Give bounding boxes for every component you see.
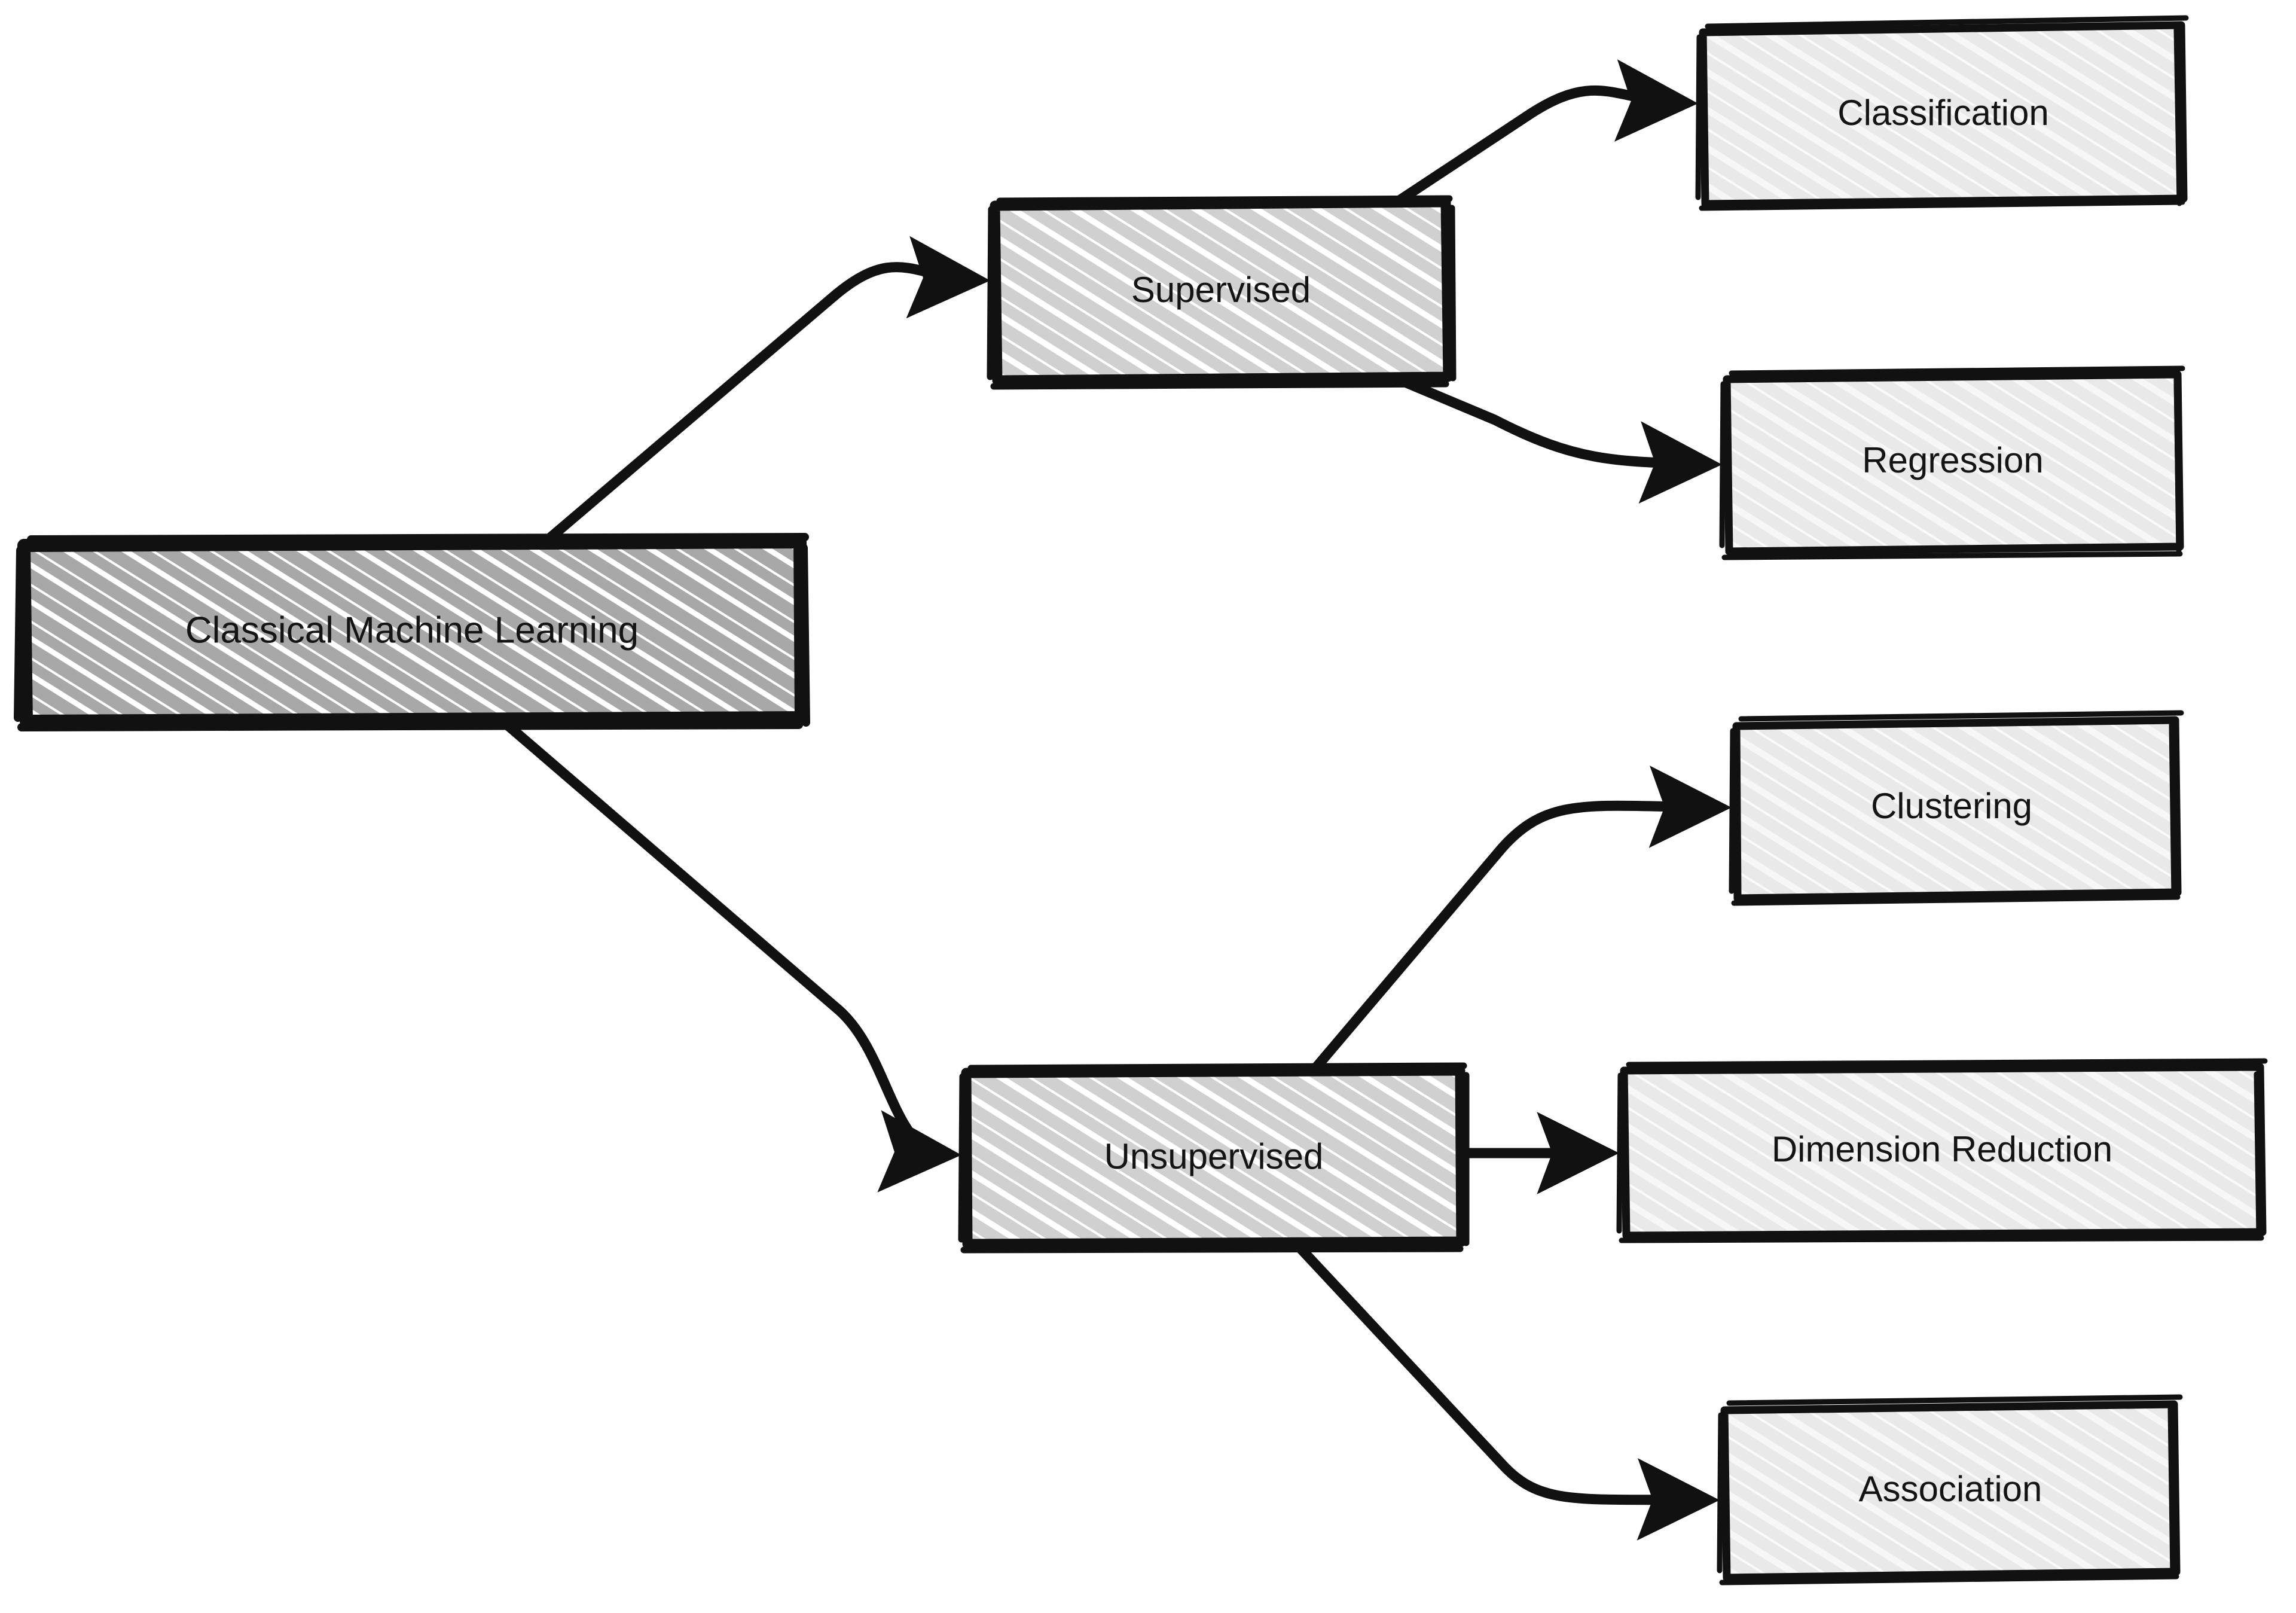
node-regression[interactable]: Regression xyxy=(1719,365,2185,560)
node-classification[interactable]: Classification xyxy=(1695,15,2189,211)
node-regression-border-sketch xyxy=(1719,365,2185,560)
node-supervised[interactable]: Supervised xyxy=(987,195,1457,390)
node-unsupervised-border-sketch xyxy=(958,1062,1470,1254)
edges-layer xyxy=(500,59,1732,1541)
node-association-border-sketch xyxy=(1717,1394,2183,1585)
node-dimension-reduction-label: Dimension Reduction xyxy=(1772,1129,2112,1169)
node-classification-label: Classification xyxy=(1837,93,2048,133)
node-clustering-fill xyxy=(1736,720,2178,898)
node-association-fill xyxy=(1724,1404,2176,1578)
node-unsupervised-fill xyxy=(966,1071,1461,1244)
node-unsupervised-border xyxy=(961,1065,1467,1249)
edge-supervised-to-classification xyxy=(1388,59,1699,210)
node-root-border-sketch xyxy=(14,533,810,731)
node-supervised-fill xyxy=(995,202,1448,380)
node-association-label: Association xyxy=(1859,1469,2042,1509)
edge-unsupervised-to-association xyxy=(1292,1240,1720,1541)
node-dimension-reduction-border xyxy=(1620,1063,2267,1240)
edge-root-to-supervised xyxy=(536,236,991,551)
edge-root-to-unsupervised xyxy=(500,718,962,1193)
node-regression-label: Regression xyxy=(1862,440,2044,480)
node-classical-machine-learning[interactable]: Classical Machine Learning xyxy=(14,533,810,731)
node-clustering-border xyxy=(1732,716,2182,902)
node-supervised-border-sketch xyxy=(987,195,1457,390)
edge-supervised-to-regression xyxy=(1393,374,1723,504)
node-clustering[interactable]: Clustering xyxy=(1729,710,2184,906)
node-root-label: Classical Machine Learning xyxy=(185,609,639,651)
node-supervised-border xyxy=(990,197,1454,386)
node-dimension-reduction-fill xyxy=(1624,1067,2263,1236)
node-dimension-reduction-border-sketch xyxy=(1616,1058,2268,1243)
node-dimension-reduction[interactable]: Dimension Reduction xyxy=(1616,1058,2268,1243)
node-root-fill xyxy=(24,542,801,721)
node-supervised-label: Supervised xyxy=(1131,270,1311,310)
node-classification-border xyxy=(1699,21,2188,208)
node-association[interactable]: Association xyxy=(1717,1394,2183,1585)
node-clustering-border-sketch xyxy=(1729,710,2184,906)
edge-unsupervised-to-clustering xyxy=(1307,766,1732,1077)
node-classification-fill xyxy=(1703,25,2184,204)
node-classification-border-sketch xyxy=(1695,15,2189,211)
node-root-border xyxy=(17,535,808,728)
node-regression-fill xyxy=(1727,374,2180,551)
node-unsupervised[interactable]: Unsupervised xyxy=(958,1062,1470,1254)
node-association-border xyxy=(1720,1400,2181,1582)
node-clustering-label: Clustering xyxy=(1871,786,2032,826)
node-unsupervised-label: Unsupervised xyxy=(1104,1136,1324,1176)
